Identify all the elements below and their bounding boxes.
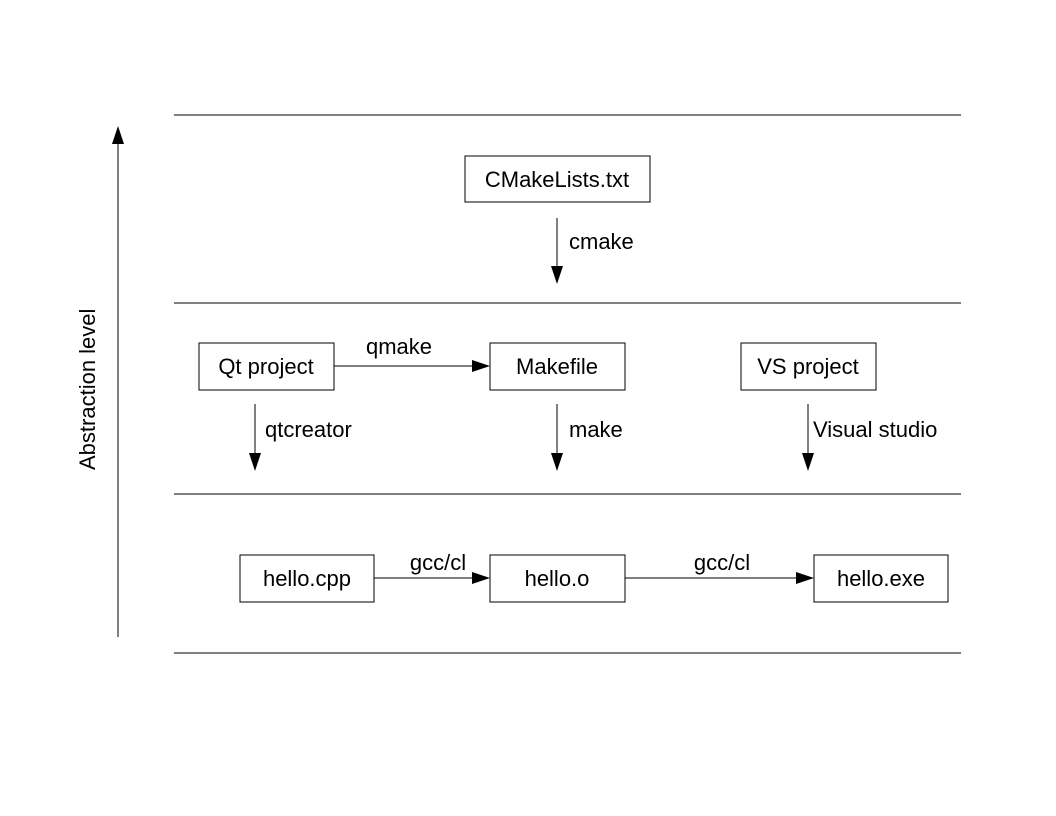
edge-qtcreator: qtcreator <box>249 404 352 471</box>
edge-visual-studio: Visual studio <box>802 404 937 471</box>
edge-gcc-cl-2-label: gcc/cl <box>694 550 750 575</box>
node-cmakelists: CMakeLists.txt <box>464 155 651 203</box>
edge-qmake-label: qmake <box>366 334 432 359</box>
node-makefile-label: Makefile <box>516 354 598 379</box>
edge-make-label: make <box>569 417 623 442</box>
node-qt-project-label: Qt project <box>218 354 313 379</box>
edge-cmake-label: cmake <box>569 229 634 254</box>
node-hello-cpp: hello.cpp <box>239 554 375 603</box>
node-cmakelists-label: CMakeLists.txt <box>485 167 629 192</box>
edge-gcc-cl-1: gcc/cl <box>374 550 490 584</box>
node-hello-exe: hello.exe <box>813 554 949 603</box>
node-vs-project: VS project <box>740 342 877 391</box>
edge-gcc-cl-1-label: gcc/cl <box>410 550 466 575</box>
axis-label: Abstraction level <box>75 309 100 470</box>
edge-gcc-cl-2: gcc/cl <box>625 550 814 584</box>
node-hello-o-label: hello.o <box>525 566 590 591</box>
edge-qmake: qmake <box>334 334 490 372</box>
edge-cmake: cmake <box>551 218 634 284</box>
edge-make: make <box>551 404 623 471</box>
node-hello-cpp-label: hello.cpp <box>263 566 351 591</box>
node-vs-project-label: VS project <box>757 354 859 379</box>
node-hello-exe-label: hello.exe <box>837 566 925 591</box>
node-qt-project: Qt project <box>198 342 335 391</box>
abstraction-axis-arrowhead <box>112 126 124 144</box>
edge-visual-studio-label: Visual studio <box>813 417 937 442</box>
node-makefile: Makefile <box>489 342 626 391</box>
edge-qtcreator-label: qtcreator <box>265 417 352 442</box>
node-hello-o: hello.o <box>489 554 626 603</box>
